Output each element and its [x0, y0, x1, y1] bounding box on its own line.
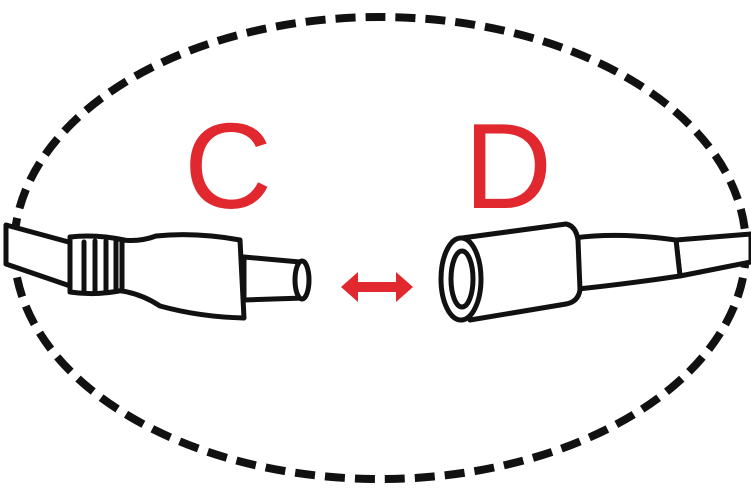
female-dc-jack-icon — [438, 221, 751, 323]
label-c: C — [184, 98, 272, 234]
right-cable — [673, 231, 751, 279]
male-dc-plug-icon — [3, 222, 312, 321]
left-plug-tip-end — [292, 258, 312, 302]
label-d: D — [464, 98, 552, 234]
right-strain-relief — [571, 232, 683, 292]
left-plug-body — [119, 232, 247, 321]
right-jack-inner — [448, 248, 476, 310]
right-jack-body — [459, 221, 583, 323]
double-arrow-icon — [341, 272, 413, 302]
